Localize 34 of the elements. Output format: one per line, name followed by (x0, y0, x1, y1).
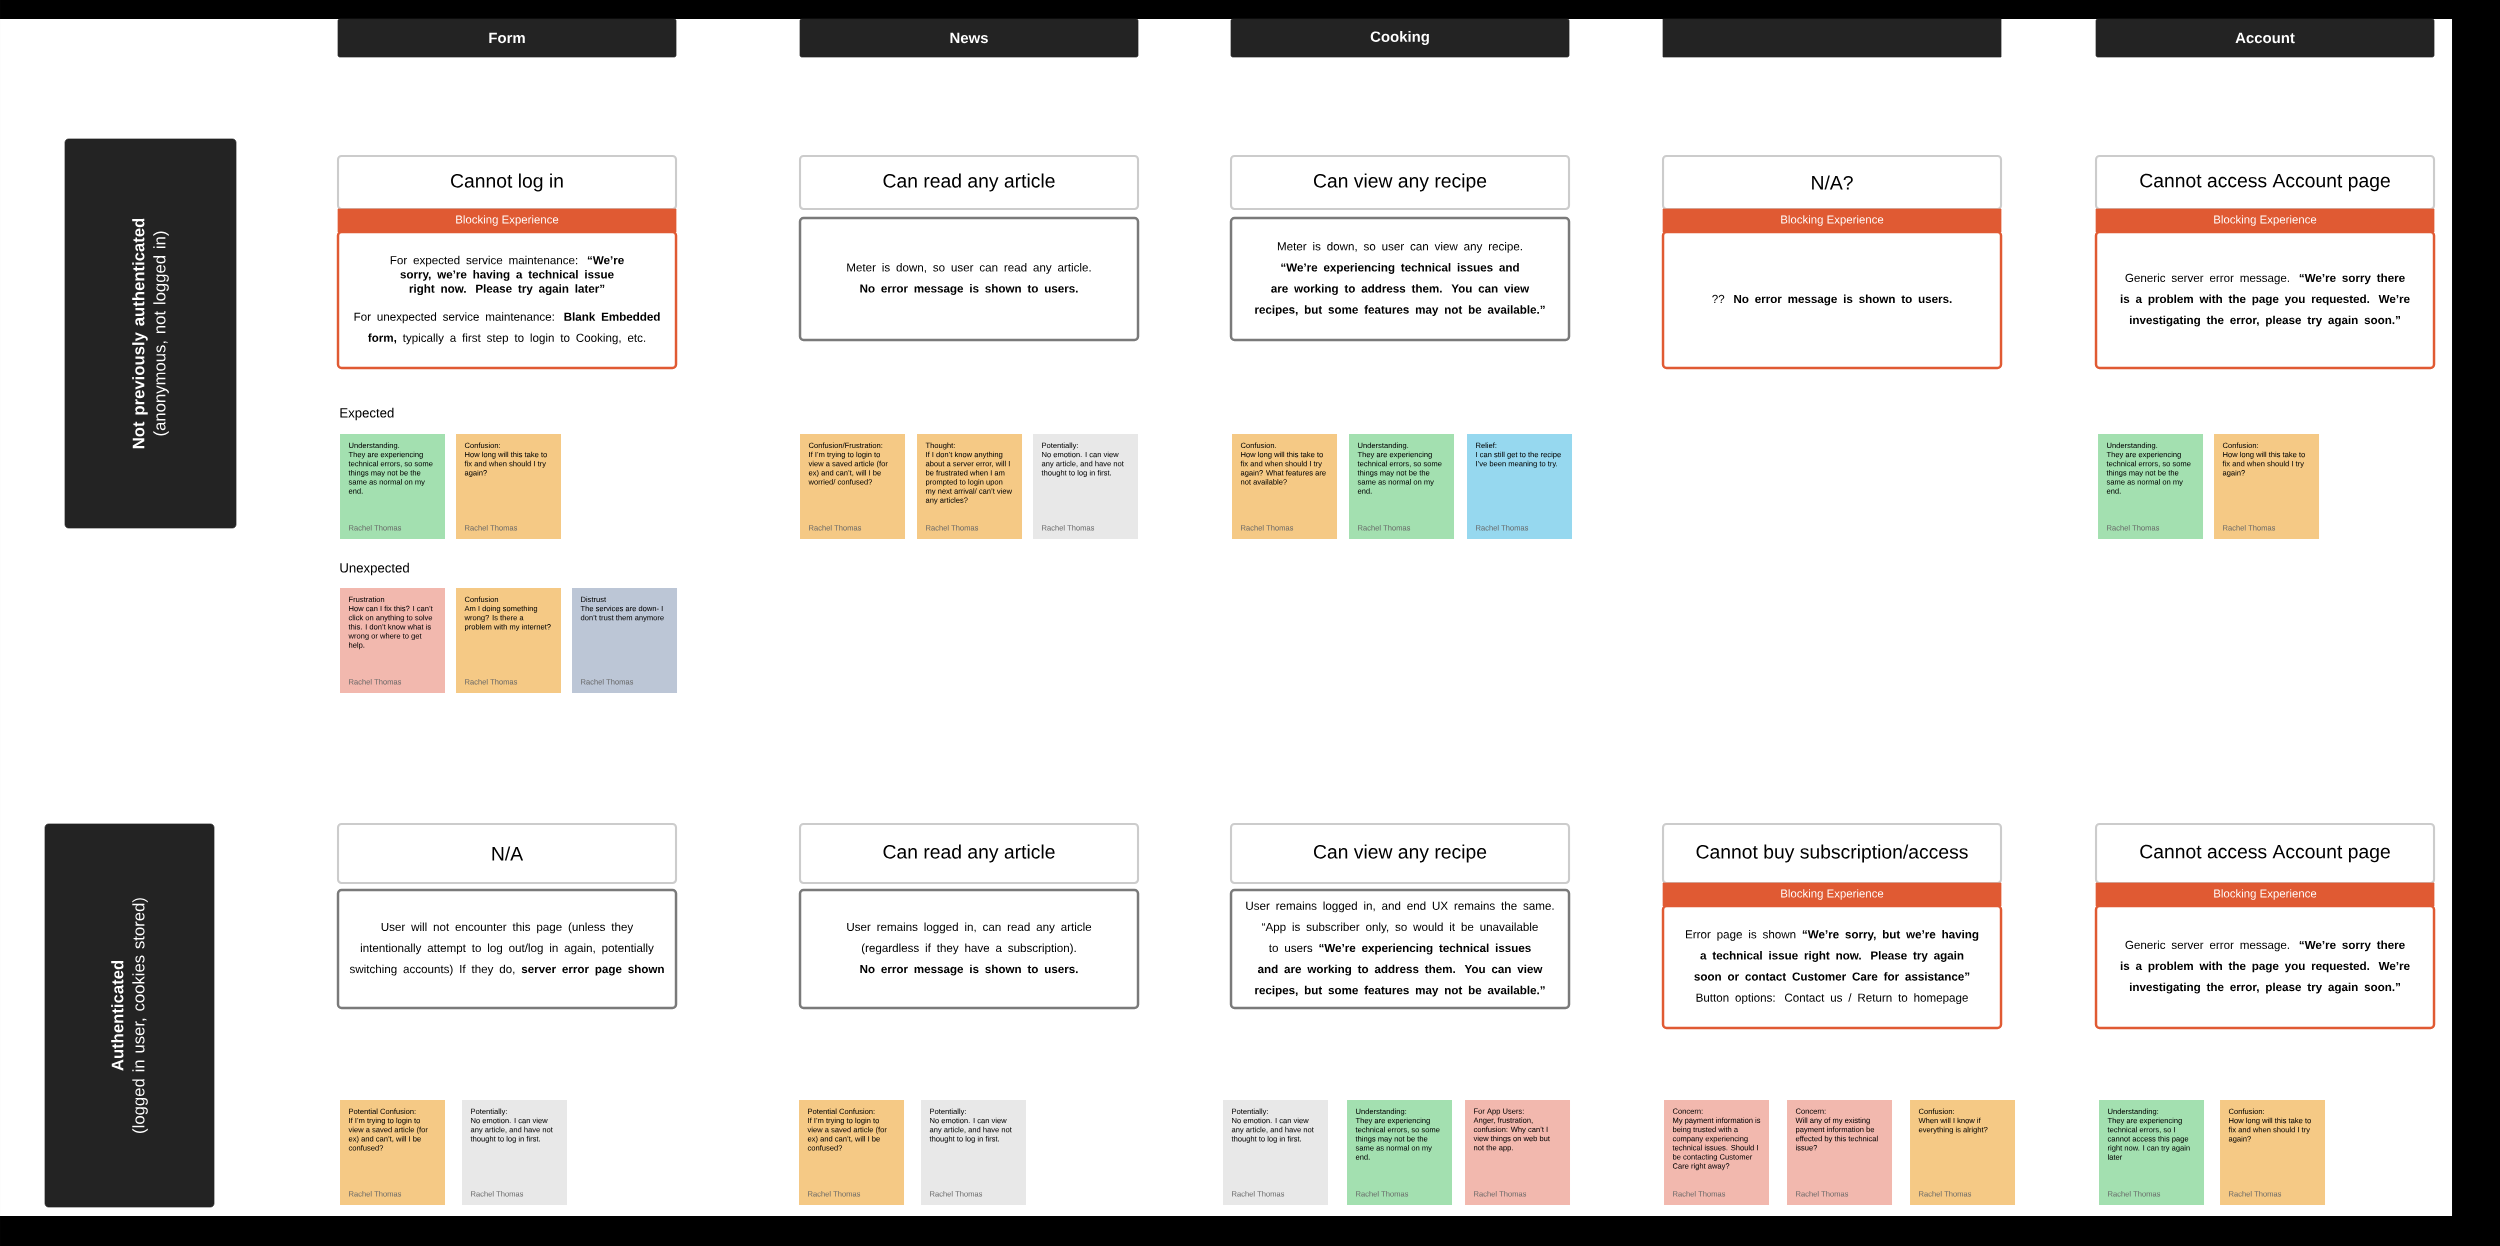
status-banner: Blocking Experience (337, 208, 677, 233)
row-header: Authenticated (logged in user, cookies stored) (44, 823, 215, 1208)
card-body-box: Error page is shown “We’re sorry, but we’re having a technical issue right now. Please try again soon or contact Customer Care for assistance” Button options: Contact us / Return to homepage (1661, 904, 2003, 1030)
status-banner: Blocking Experience (2095, 208, 2435, 233)
card-title-box: Cannot log in (336, 154, 678, 211)
card-title-box: N/A (336, 822, 678, 885)
card-body-box: User remains logged in, and end UX remains the same. “App is subscriber only, so would it be unavailable to users “We’re experiencing technical issues and are working to address them. You can view recipes, but some features may not be available.” (1229, 888, 1571, 1010)
card-body-box: User remains logged in, can read any article (regardless if they have a subscription). No error message is shown to users. (798, 888, 1140, 1010)
card-title-box: Cannot access Account page (2094, 822, 2436, 885)
section-label: Unexpected (340, 562, 409, 576)
card-title-box: N/A? (1661, 154, 2003, 211)
column-header: Account (2095, 18, 2435, 58)
column-header: News (799, 18, 1139, 58)
card-title-box: Can read any article (798, 154, 1140, 211)
card-body-box: User will not encounter this page (unless they intentionally attempt to log out/log in again, potentially switching accounts) If they do, server error page shown (336, 888, 678, 1010)
card-title-box: Can read any article (798, 822, 1140, 885)
status-banner: Blocking Experience (1662, 882, 2002, 907)
card-body-box: Generic server error message. “We’re sorry there is a problem with the page you requested. We’re investigating the error, please try again soon.” (2094, 230, 2436, 370)
card-body-box: ?? No error message is shown to users. (1661, 230, 2003, 370)
card-title-box: Cannot access Account page (2094, 154, 2436, 211)
column-header (1662, 18, 2002, 58)
card-body-box: Generic server error message. “We’re sorry there is a problem with the page you requested. We’re investigating the error, please try again soon.” (2094, 904, 2436, 1030)
card-body-box: For expected service maintenance: “We’re sorry, we’re having a technical issue right now. Please try again later” For unexpected service maintenance: Blank Embedded form, typically a first step to login to Cooking, etc. (336, 230, 678, 370)
card-body-box: Meter is down, so user can read any article. No error message is shown to users. (798, 216, 1140, 342)
card-title-box: Can view any recipe (1229, 822, 1571, 885)
column-header: Cooking (1230, 18, 1570, 58)
card-title-box: Can view any recipe (1229, 154, 1571, 211)
section-label: Expected (340, 407, 394, 421)
status-banner: Blocking Experience (1662, 208, 2002, 233)
card-title-box: Cannot buy subscription/access (1661, 822, 2003, 885)
card-body-box: Meter is down, so user can view any recipe. “We’re experiencing technical issues and are working to address them. You can view recipes, but some features may not be available.” (1229, 216, 1571, 342)
row-header: Not previously authenticated (anonymous, not logged in) (64, 138, 237, 529)
column-header: Form (337, 18, 677, 58)
status-banner: Blocking Experience (2095, 882, 2435, 907)
